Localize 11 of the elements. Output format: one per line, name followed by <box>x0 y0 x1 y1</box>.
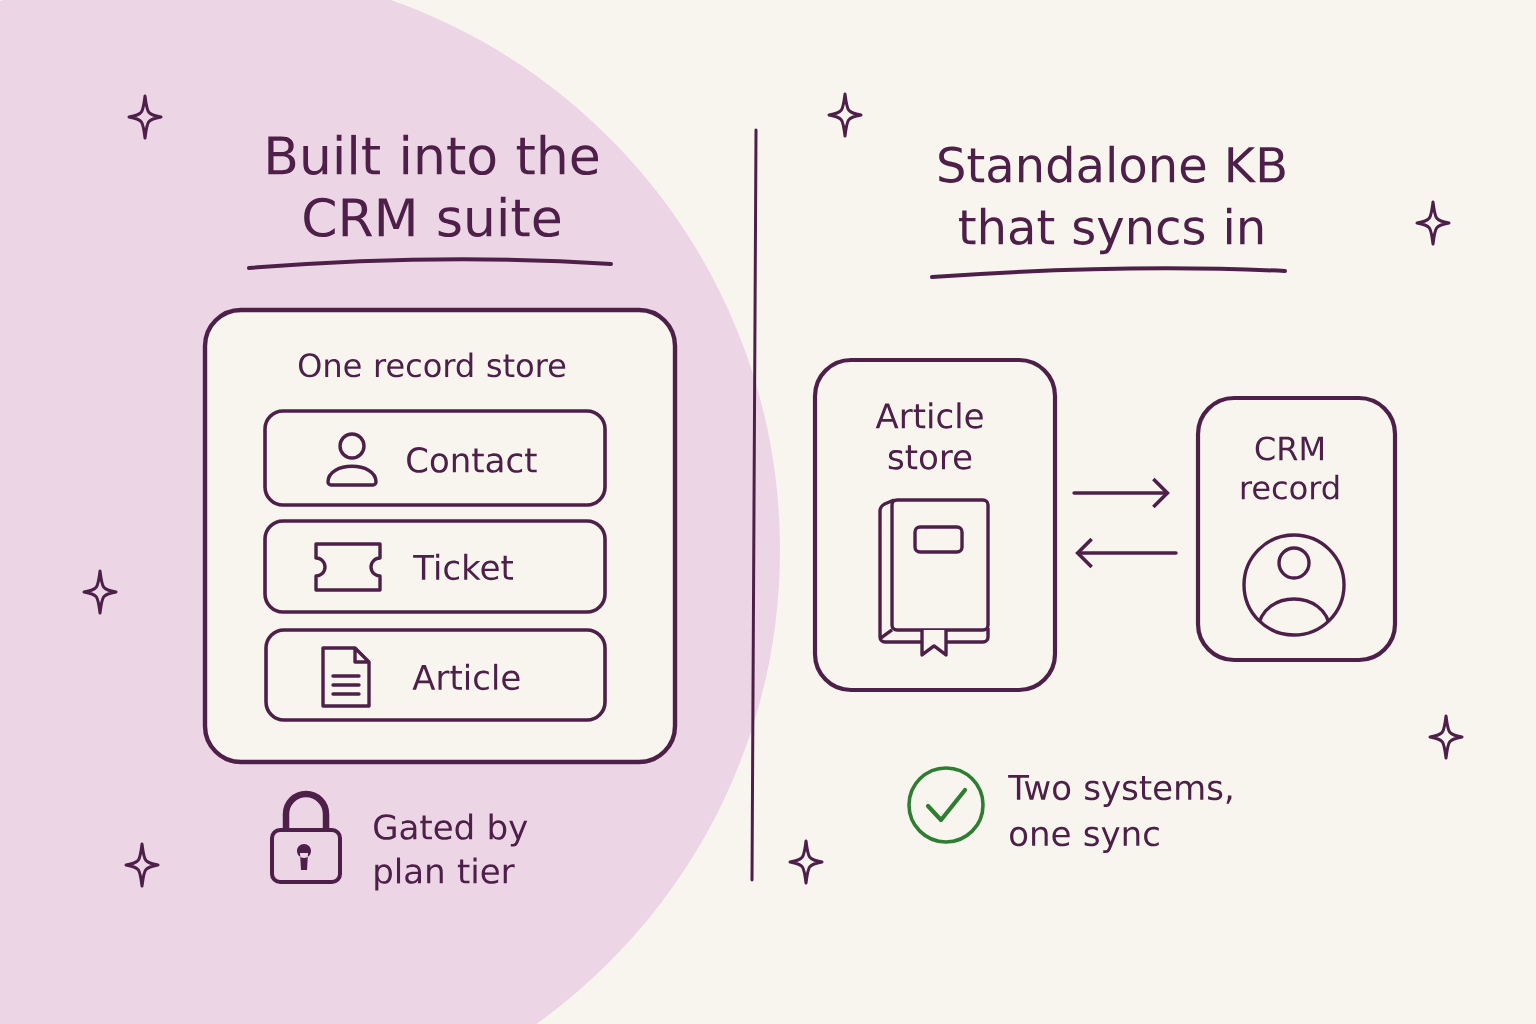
item-box: Article <box>264 628 607 722</box>
note-text: Gated by plan tier <box>374 813 528 891</box>
item-box: Contact <box>263 409 607 507</box>
heading: Standalone KB that syncs in <box>939 145 1285 255</box>
item-box: Ticket <box>263 519 607 614</box>
store-box: Article store <box>812 357 1058 693</box>
heading: Built into the CRM suite <box>268 134 599 238</box>
record-box: CRM record <box>1195 395 1398 663</box>
arrow <box>1075 537 1178 569</box>
note-text: Two systems, one sync <box>1008 775 1232 853</box>
arrow <box>1072 477 1170 509</box>
